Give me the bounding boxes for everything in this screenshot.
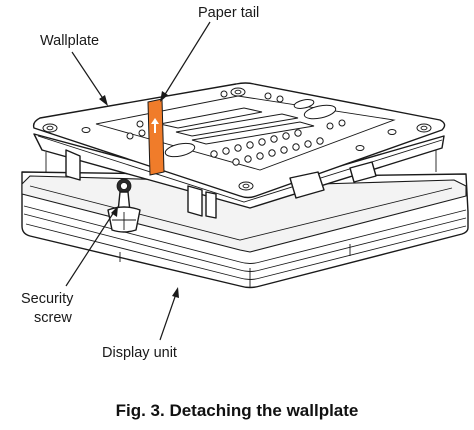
wallplate: [32, 82, 446, 219]
latch-tabs: [65, 149, 377, 219]
label-security-screw-line2: screw: [34, 310, 72, 326]
terminal-holes: [126, 90, 346, 166]
label-paper-tail: Paper tail: [198, 5, 259, 21]
label-wallplate: Wallplate: [40, 33, 99, 49]
label-security-screw-line1: Security: [21, 291, 74, 307]
figure-caption: Fig. 3. Detaching the wallplate: [116, 401, 359, 420]
callout-leaders: [65, 21, 211, 341]
corner-mounting-holes: [42, 87, 432, 191]
display-unit-body: [21, 171, 469, 289]
paper-tail: [147, 98, 165, 176]
label-display-unit: Display unit: [102, 345, 177, 361]
